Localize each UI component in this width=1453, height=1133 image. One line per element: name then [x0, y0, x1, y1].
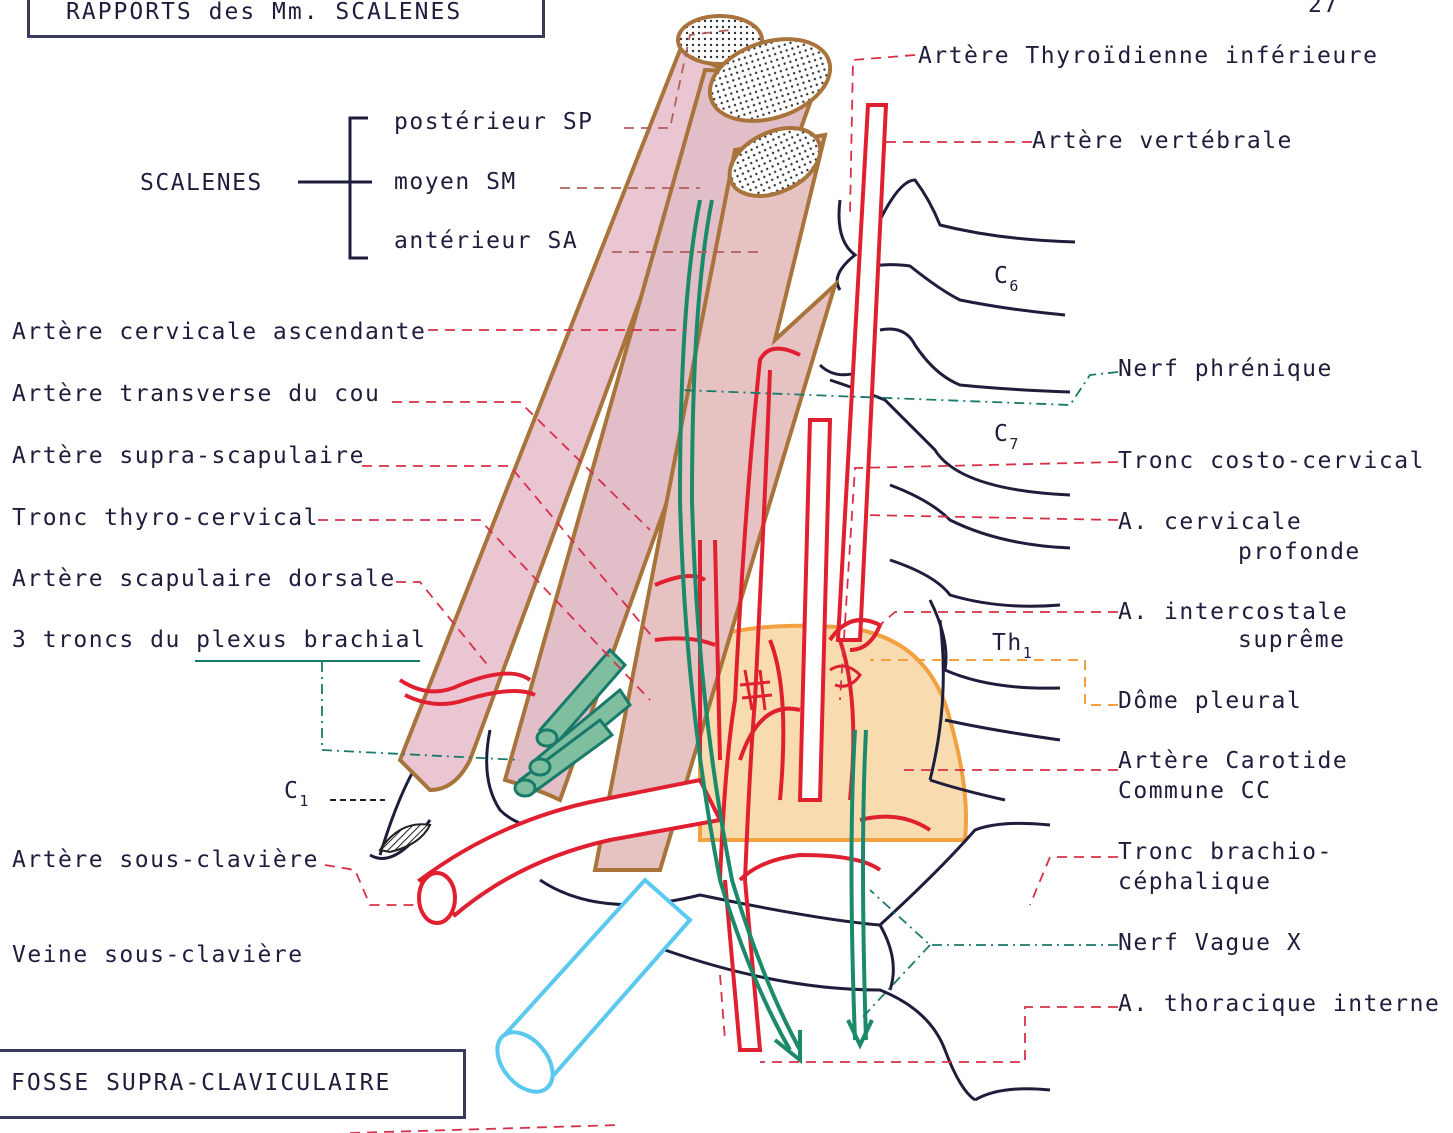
label-thyro-cervical: Tronc thyro-cervical	[12, 505, 319, 531]
label-intercostale-1: A. intercostale	[1118, 599, 1348, 625]
label-arteriere-sous-claviere: Artère sous-clavière	[12, 847, 319, 873]
label-scalene-moyen: moyen SM	[394, 169, 517, 195]
label-nerf-vague: Nerf Vague X	[1118, 930, 1302, 956]
label-intercostale-2: suprême	[1238, 627, 1345, 653]
label-scalene-posterieur: postérieur SP	[394, 109, 594, 135]
label-costo-cervical: Tronc costo-cervical	[1118, 448, 1425, 474]
label-scalene-anterieur: antérieur SA	[394, 228, 578, 254]
label-plexus-brachial: 3 troncs du plexus brachial	[12, 627, 426, 653]
label-c1: C1	[284, 778, 310, 806]
label-th1: Th1	[992, 630, 1033, 658]
label-dome-pleural: Dôme pleural	[1118, 688, 1302, 714]
label-transverse-cou: Artère transverse du cou	[12, 381, 380, 407]
label-scapulaire-dorsale: Artère scapulaire dorsale	[12, 566, 396, 592]
vertebral-artery	[838, 105, 886, 640]
label-carotide-2: Commune CC	[1118, 778, 1271, 804]
pleural-dome	[700, 626, 966, 840]
label-cervicale-profonde-1: A. cervicale	[1118, 509, 1302, 535]
label-vertebrale: Artère vertébrale	[1032, 128, 1293, 154]
label-cervicale-ascendante: Artère cervicale ascendante	[12, 319, 426, 345]
label-c7: C7	[994, 421, 1020, 449]
label-nerf-phrenique: Nerf phrénique	[1118, 356, 1333, 382]
label-c6: C6	[994, 263, 1020, 291]
label-scalenes: SCALENES	[140, 170, 263, 196]
label-brachio-2: céphalique	[1118, 869, 1271, 895]
label-carotide-1: Artère Carotide	[1118, 748, 1348, 774]
label-supra-scapulaire: Artère supra-scapulaire	[12, 443, 365, 469]
scalene-bracket	[298, 118, 372, 258]
fosse-label: FOSSE SUPRA-CLAVICULAIRE	[11, 1070, 391, 1096]
label-brachio-1: Tronc brachio-	[1118, 839, 1333, 865]
label-cervicale-profonde-2: profonde	[1238, 539, 1361, 565]
leader-line-bottom	[350, 1125, 620, 1133]
label-thoracique-interne: A. thoracique interne	[1118, 991, 1440, 1017]
label-thyroidienne-inferieure: Artère Thyroïdienne inférieure	[918, 43, 1378, 69]
label-veine-sous-claviere: Veine sous-clavière	[12, 942, 304, 968]
subclavian-vein	[486, 880, 690, 1102]
fosse-box: FOSSE SUPRA-CLAVICULAIRE	[0, 1049, 466, 1119]
